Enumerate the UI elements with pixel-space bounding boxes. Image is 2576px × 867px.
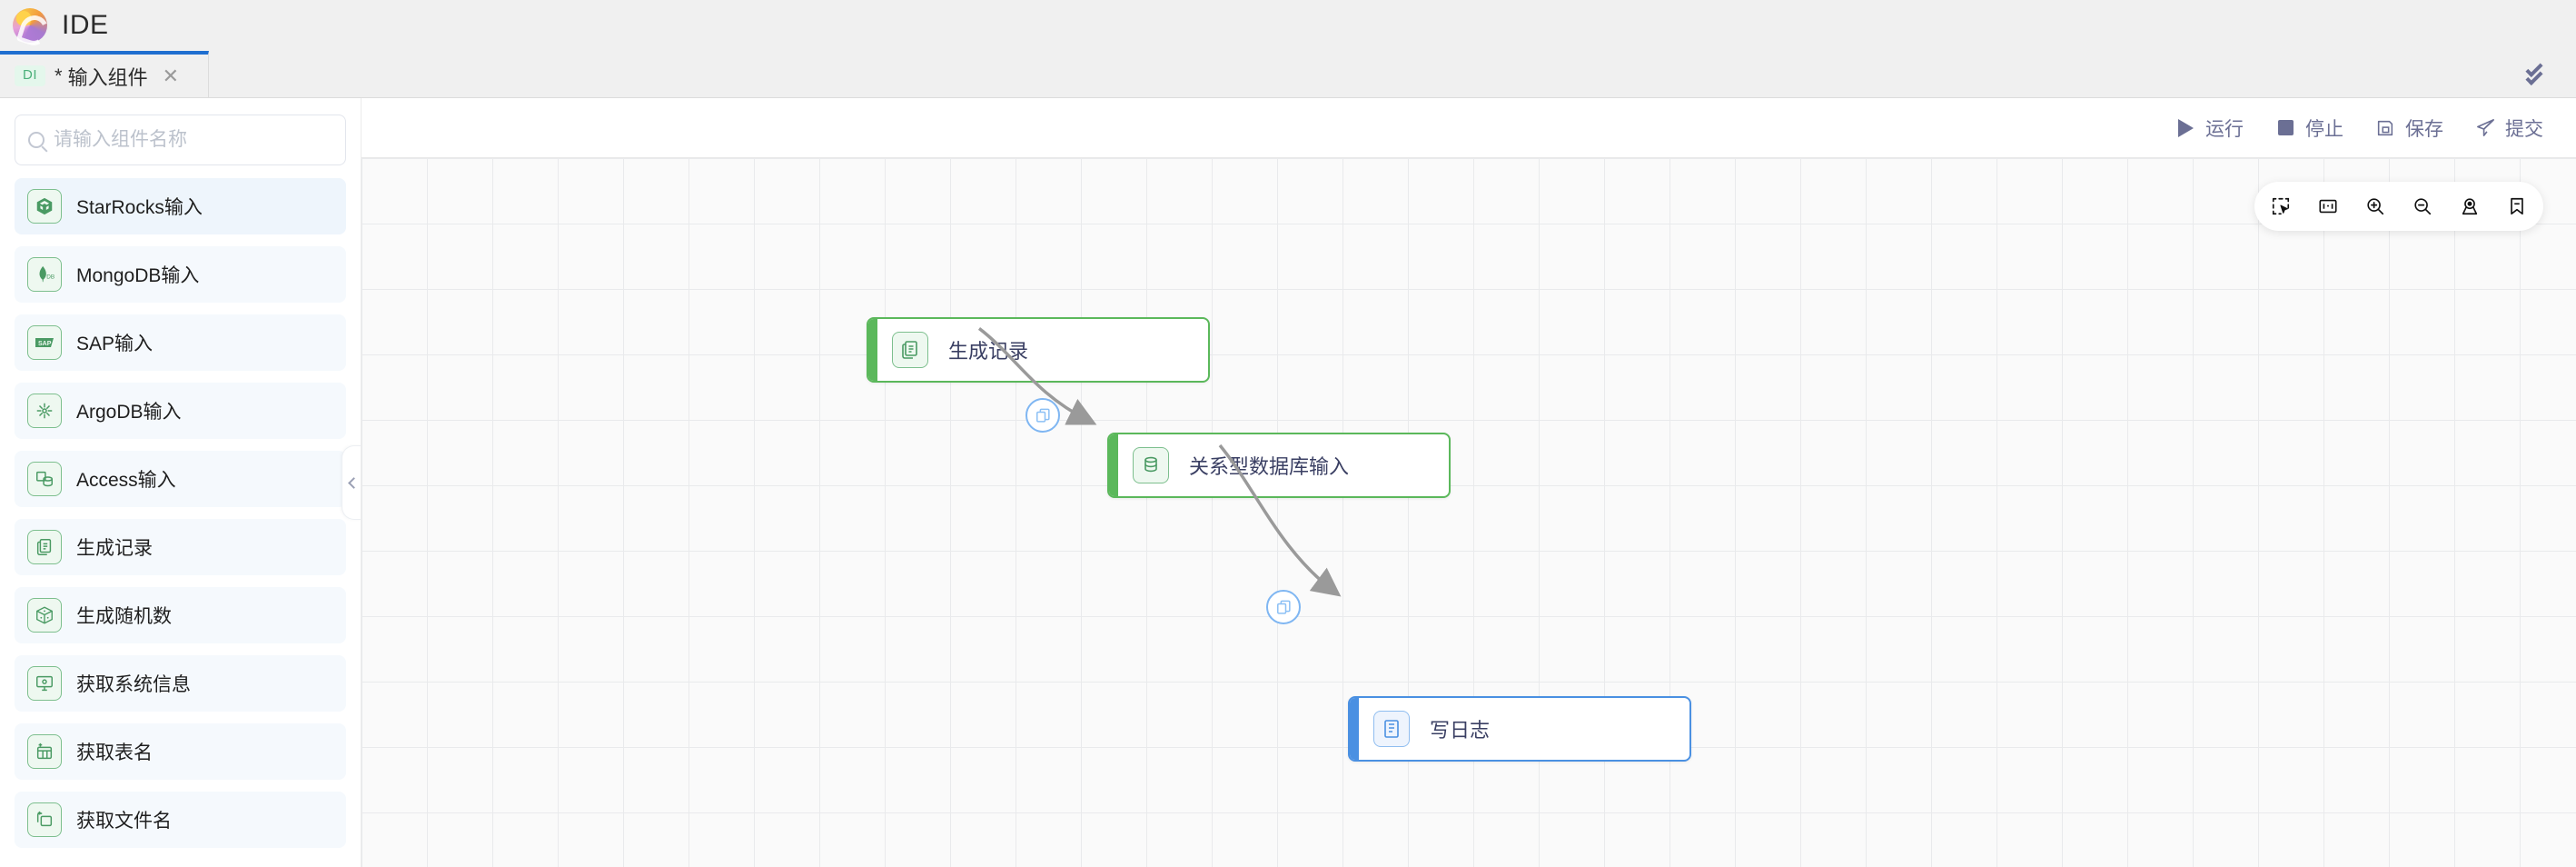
list-item-label: 获取文件名 bbox=[76, 811, 172, 832]
table-name-icon bbox=[27, 734, 62, 769]
flow-node-generate-record[interactable]: 生成记录 bbox=[867, 317, 1210, 383]
list-item-label: Access输入 bbox=[76, 470, 176, 491]
close-icon[interactable]: ✕ bbox=[162, 64, 180, 87]
zoom-out-icon[interactable] bbox=[2409, 193, 2436, 220]
search-icon bbox=[28, 132, 45, 148]
stop-button-label: 停止 bbox=[2305, 118, 2343, 140]
component-panel: StarRocks输入 DB MongoDB输入 SAP bbox=[0, 98, 362, 867]
save-button-label: 保存 bbox=[2405, 118, 2443, 140]
canvas-toolbar bbox=[2254, 182, 2543, 231]
component-list: StarRocks输入 DB MongoDB输入 SAP bbox=[15, 178, 346, 848]
app-title: IDE bbox=[62, 10, 109, 40]
list-item-label: 获取系统信息 bbox=[76, 674, 191, 695]
list-item-label: 生成随机数 bbox=[76, 606, 172, 627]
submit-icon bbox=[2474, 117, 2496, 139]
tab-dirty-marker: * bbox=[54, 64, 63, 87]
generate-record-icon bbox=[892, 332, 928, 368]
flow-node-label: 关系型数据库输入 bbox=[1189, 455, 1350, 478]
node-accent-bar bbox=[1350, 698, 1359, 760]
list-item-file-name[interactable]: 获取文件名 bbox=[15, 792, 346, 848]
flow-node-relational-db-input[interactable]: 关系型数据库输入 bbox=[1107, 433, 1451, 498]
play-icon bbox=[2175, 117, 2196, 139]
list-item-generate-record[interactable]: 生成记录 bbox=[15, 519, 346, 575]
edge-badge-copy-2[interactable] bbox=[1266, 590, 1301, 624]
system-info-icon bbox=[27, 666, 62, 701]
flow-node-label: 写日志 bbox=[1430, 719, 1491, 742]
flow-canvas[interactable]: 生成记录 关系型数据库输入 bbox=[362, 158, 2576, 867]
stop-button[interactable]: 停止 bbox=[2274, 115, 2343, 142]
mongodb-icon: DB bbox=[27, 257, 62, 292]
list-item-random-number[interactable]: 生成随机数 bbox=[15, 587, 346, 643]
save-button[interactable]: 保存 bbox=[2374, 115, 2443, 142]
list-item-access[interactable]: Access输入 bbox=[15, 451, 346, 507]
editor-region: 运行 停止 保存 bbox=[362, 98, 2576, 867]
generate-record-icon bbox=[27, 530, 62, 564]
file-name-icon bbox=[27, 802, 62, 837]
tab-strip: DI * 输入组件 ✕ bbox=[0, 51, 2576, 98]
zoom-in-icon[interactable] bbox=[2362, 193, 2389, 220]
list-item-system-info[interactable]: 获取系统信息 bbox=[15, 655, 346, 712]
access-icon bbox=[27, 462, 62, 496]
locate-icon[interactable] bbox=[2456, 193, 2483, 220]
list-item-label: 获取表名 bbox=[76, 742, 153, 763]
save-icon bbox=[2374, 117, 2396, 139]
swirl-logo-icon bbox=[13, 8, 47, 43]
database-icon bbox=[1133, 447, 1169, 483]
write-log-icon bbox=[1373, 711, 1410, 747]
edge-badge-copy-1[interactable] bbox=[1025, 398, 1060, 433]
list-item-starrocks[interactable]: StarRocks输入 bbox=[15, 178, 346, 234]
run-button-label: 运行 bbox=[2205, 118, 2244, 140]
stop-icon bbox=[2274, 117, 2296, 139]
list-item-label: SAP输入 bbox=[76, 334, 154, 354]
search-box[interactable] bbox=[15, 115, 346, 165]
list-item-label: 生成记录 bbox=[76, 538, 153, 559]
panel-collapse-handle[interactable] bbox=[342, 445, 361, 520]
list-item-label: StarRocks输入 bbox=[76, 197, 203, 218]
svg-text:SAP: SAP bbox=[38, 341, 52, 347]
starrocks-icon bbox=[27, 189, 62, 224]
bookmark-icon[interactable] bbox=[2503, 193, 2531, 220]
run-button[interactable]: 运行 bbox=[2175, 115, 2244, 142]
tab-input-component[interactable]: DI * 输入组件 ✕ bbox=[0, 51, 209, 97]
node-accent-bar bbox=[868, 319, 877, 381]
action-toolbar: 运行 停止 保存 bbox=[362, 98, 2576, 158]
random-number-icon bbox=[27, 598, 62, 633]
fit-to-screen-icon[interactable] bbox=[2314, 193, 2342, 220]
list-item-label: ArgoDB输入 bbox=[76, 402, 182, 423]
submit-button-label: 提交 bbox=[2505, 118, 2543, 140]
marquee-select-icon[interactable] bbox=[2267, 193, 2294, 220]
submit-button[interactable]: 提交 bbox=[2474, 115, 2543, 142]
tab-type-badge: DI bbox=[15, 65, 45, 86]
node-accent-bar bbox=[1109, 434, 1118, 496]
flow-node-label: 生成记录 bbox=[948, 340, 1029, 363]
tab-label: 输入组件 bbox=[67, 65, 148, 89]
chevron-left-icon bbox=[347, 476, 360, 489]
search-input[interactable] bbox=[54, 129, 332, 151]
app-header: IDE bbox=[0, 0, 2576, 51]
tab-strip-spacer bbox=[209, 51, 2494, 97]
main-body: StarRocks输入 DB MongoDB输入 SAP bbox=[0, 98, 2576, 867]
list-item-argodb[interactable]: ArgoDB输入 bbox=[15, 383, 346, 439]
list-item-sap[interactable]: SAP SAP输入 bbox=[15, 314, 346, 371]
chevron-double-down-icon[interactable] bbox=[2494, 51, 2576, 97]
flow-node-write-log[interactable]: 写日志 bbox=[1348, 696, 1691, 762]
list-item-table-name[interactable]: 获取表名 bbox=[15, 723, 346, 780]
svg-text:DB: DB bbox=[46, 274, 54, 281]
list-item-label: MongoDB输入 bbox=[76, 265, 200, 286]
argodb-icon bbox=[27, 394, 62, 428]
sap-icon: SAP bbox=[27, 325, 62, 360]
list-item-mongodb[interactable]: DB MongoDB输入 bbox=[15, 246, 346, 303]
